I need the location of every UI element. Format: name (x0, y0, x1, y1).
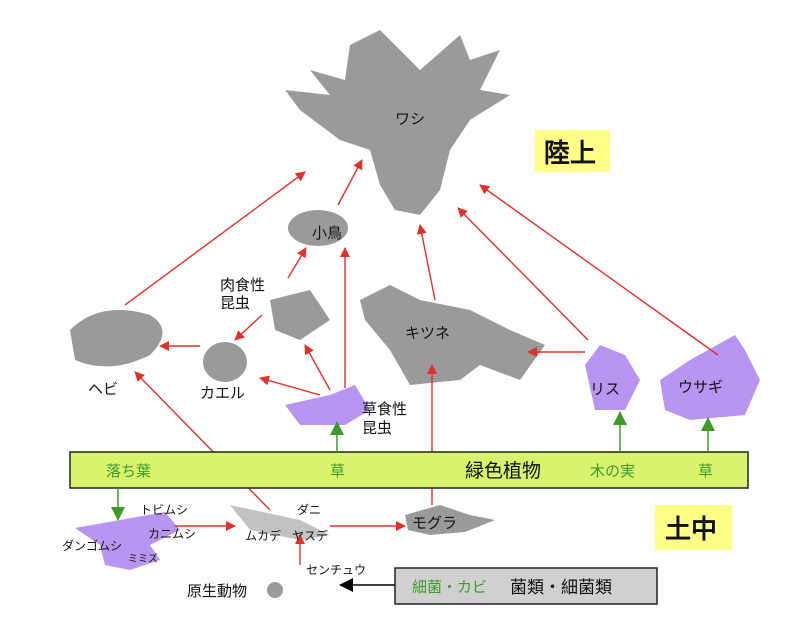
fox-label: キツネ (405, 324, 450, 342)
frog-label: カエル (200, 384, 245, 402)
mole-silhouette (405, 505, 495, 535)
land-region-box (535, 130, 610, 172)
eagle-label: ワシ (395, 110, 425, 128)
decomposer-box (394, 567, 658, 605)
herbivorous-insect-label-2: 昆虫 (362, 419, 392, 437)
mole-label: モグラ (412, 514, 457, 532)
decomposers-label: 菌類・細菌類 (510, 578, 612, 598)
green-plants-bar (69, 451, 749, 489)
green-plants-title: 緑色植物 (465, 460, 541, 482)
carnivorous-insect-silhouette (270, 290, 330, 340)
protozoa-silhouette (267, 582, 283, 598)
fox-silhouette (360, 285, 545, 385)
carnivorous-insect-label-1: 肉食性 (220, 276, 265, 294)
protozoa-label: 原生動物 (187, 582, 247, 600)
land-region-label: 陸上 (544, 139, 596, 169)
soil-region-box (655, 505, 732, 550)
nematode-label: センチュウ (306, 563, 366, 577)
millipede-label: ヤスデ (292, 528, 328, 543)
grass-left-label: 草 (330, 462, 345, 480)
centipede-silhouette (230, 505, 330, 540)
fallen-leaves-label: 落ち葉 (106, 462, 151, 480)
springtail-label: トビムシ (140, 503, 188, 517)
bacteria-fungi-label: 細菌・カビ (412, 578, 487, 596)
squirrel-silhouette (585, 345, 640, 410)
squirrel-label: リス (590, 380, 620, 398)
rabbit-label: ウサギ (678, 378, 723, 396)
herbivorous-insect-silhouette (285, 385, 370, 425)
soil-region-label: 土中 (665, 515, 717, 545)
herbivorous-insect-label-1: 草食性 (362, 400, 407, 418)
soil-insects-silhouette (75, 512, 180, 570)
grass-right-label: 草 (698, 462, 713, 480)
earthworm-label: ミミズ (128, 552, 158, 565)
snake-label: ヘビ (88, 380, 118, 398)
rabbit-silhouette (660, 335, 760, 420)
carnivorous-insect-label-2: 昆虫 (220, 294, 250, 312)
plant-arrows (111, 411, 715, 521)
pseudoscorpion-label: カニムシ (148, 527, 196, 541)
centipede-label: ムカデ (245, 528, 281, 543)
mite-label: ダニ (297, 502, 321, 517)
pill-bug-label: ダンゴムシ (62, 538, 122, 553)
frog-silhouette (203, 342, 247, 382)
nuts-label: 木の実 (590, 462, 635, 480)
eagle-silhouette (285, 30, 510, 215)
predation-arrows (124, 159, 719, 565)
snake-silhouette (70, 310, 163, 367)
small-bird-silhouette (288, 210, 348, 246)
small-bird-label: 小鳥 (312, 224, 342, 242)
